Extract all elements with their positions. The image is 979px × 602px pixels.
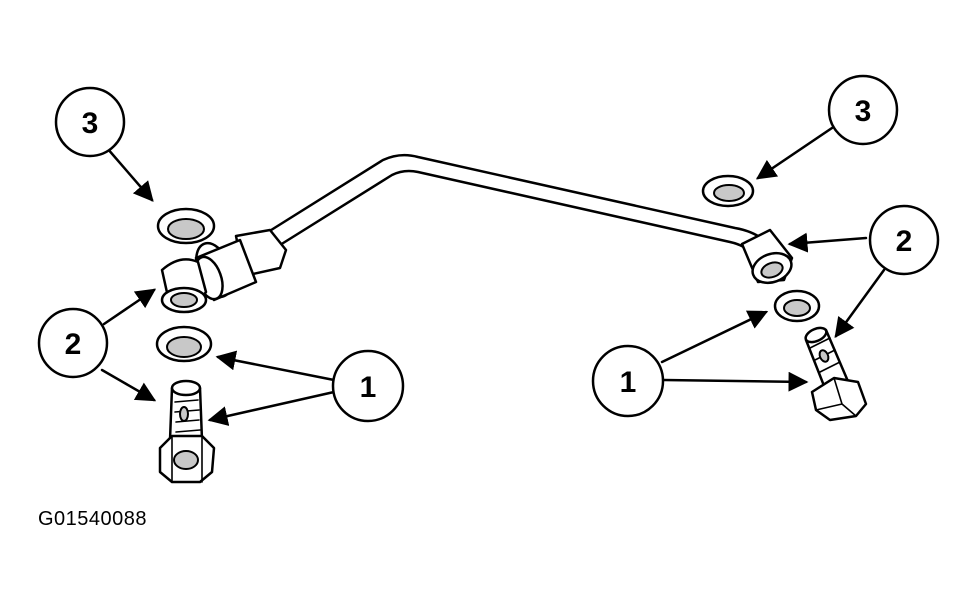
fuel-line-tube: [266, 153, 772, 260]
callout-right-3-label: 3: [855, 95, 872, 128]
callout-left-2-label: 2: [65, 328, 82, 361]
right-banjo-fitting: [740, 228, 794, 285]
left-banjo-bolt: [158, 379, 216, 484]
callout-left-1: 1: [331, 349, 405, 423]
left-upper-washer: [156, 207, 216, 245]
right-upper-washer: [701, 174, 755, 208]
callout-right-1: 1: [591, 344, 665, 418]
left-lower-washer: [155, 325, 213, 363]
right-banjo-bolt: [804, 326, 868, 422]
callout-left-2: 2: [37, 307, 109, 379]
callout-right-3: 3: [827, 74, 899, 146]
right-lower-washer: [773, 289, 821, 323]
left-banjo-fitting: [160, 258, 208, 314]
callout-right-2: 2: [868, 204, 940, 276]
callout-left-3: 3: [54, 86, 126, 158]
figure-id: G01540088: [38, 508, 148, 530]
callout-left-1-label: 1: [360, 371, 377, 404]
left-tube-nut: [194, 228, 288, 302]
callout-arrows: [100, 126, 886, 426]
callout-left-3-label: 3: [82, 107, 99, 140]
callout-right-2-label: 2: [896, 225, 913, 258]
callout-right-1-label: 1: [620, 366, 637, 399]
